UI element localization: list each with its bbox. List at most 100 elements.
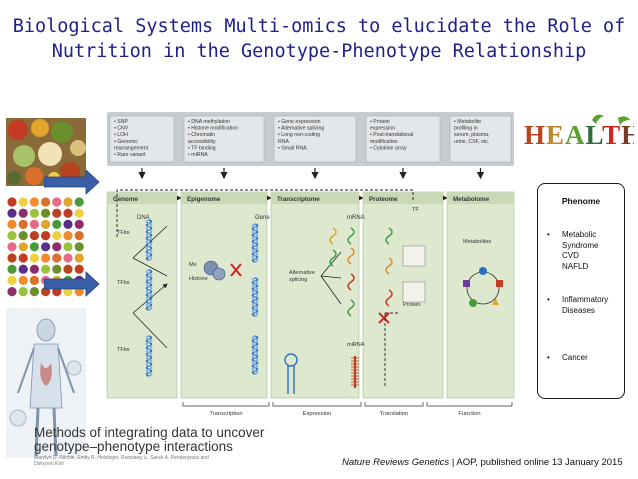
variation-item: • Protein	[370, 119, 390, 125]
paper-title-line-1: Methods of integrating data to uncover	[34, 425, 265, 440]
alt-splicing-label-2: splicing	[289, 277, 307, 283]
variation-item: • Metabolite	[454, 119, 481, 125]
paper-authors: Marylyn D. Ritchie, Emily R. Holzinger, …	[34, 455, 209, 467]
dna-label: DNA	[137, 215, 150, 221]
layer-label: Epigenome	[187, 196, 221, 203]
variation-box: • SNP• CNV• LOH• Genomic rearrangement• …	[109, 115, 175, 163]
page-title: Biological Systems Multi-omics to elucid…	[0, 14, 638, 64]
tf-label: TF	[412, 207, 419, 213]
hairpin-icon	[284, 353, 298, 367]
layer-label: Proteome	[369, 196, 398, 203]
dna-helix-icon	[145, 219, 153, 261]
process-bracket: Expression	[272, 402, 362, 417]
process-bracket: Function	[426, 402, 513, 417]
variation-box: • DNA methylation• Histone modification •…	[183, 115, 265, 163]
process-bracket: Translation	[364, 402, 424, 417]
variation-item: urine, CSF, etc.	[454, 139, 489, 145]
block-x-icon-2	[378, 312, 390, 324]
variation-item: rearrangement	[114, 145, 149, 151]
variation-item: • CNV	[114, 126, 129, 132]
mrna-strand-icon	[347, 227, 355, 245]
epigenome-content: Gene Me Histone	[189, 215, 270, 282]
metabolome-content: Metabolites	[463, 239, 503, 307]
tfbs-label-3: TFbs	[117, 347, 130, 353]
variation-box: • Metabolite profiling in serum, plasma,…	[449, 115, 512, 163]
process-label: Expression	[303, 411, 332, 417]
variation-item: modification	[370, 139, 398, 145]
variation-item: • Rare variant	[114, 152, 146, 158]
block-x-icon	[230, 263, 242, 277]
variation-item: • Gene expression	[278, 119, 321, 125]
bullet-icon: •	[547, 230, 550, 239]
citation-journal: Nature Reviews Genetics	[342, 457, 450, 468]
me-label: Me	[189, 262, 197, 268]
phenome-item-label: Cancer	[562, 353, 588, 362]
variation-item: • Histone modification	[188, 126, 238, 132]
mrna-strand-icon	[329, 227, 337, 245]
variation-item: • Alternative splicing	[278, 126, 324, 132]
variation-item: • miRNA	[188, 152, 208, 158]
dna-helix-icon	[251, 277, 259, 317]
arrow-2-icon	[44, 271, 100, 297]
mrna-label: mRNA	[347, 215, 365, 221]
process-bracket: Transcription	[182, 402, 270, 417]
phenome-box: Phenome • Metabolic Syndrome CVD NAFLD •…	[537, 183, 625, 399]
mirna-label: miRNA	[347, 342, 365, 348]
variation-item: accessibility	[188, 139, 216, 145]
variation-box: • Gene expression• Alternative splicing•…	[273, 115, 357, 163]
citation: Nature Reviews Genetics | AOP, published…	[342, 457, 623, 468]
phenome-item-label: Metabolic Syndrome CVD NAFLD	[562, 230, 599, 271]
variation-item: • LOH	[114, 132, 128, 138]
variation-item: • Post-translational	[370, 132, 413, 138]
multi-omics-diagram: • SNP• CNV• LOH• Genomic rearrangement• …	[106, 112, 515, 417]
health-logo-text: HEALTH	[524, 120, 634, 150]
phenome-item-label: Inflammatory Diseases	[562, 295, 609, 315]
feedback-arrows	[116, 189, 414, 386]
bullet-icon: •	[547, 295, 550, 304]
histone-label: Histone	[189, 276, 208, 282]
protein-icon	[402, 281, 426, 303]
tfbs-label-2: TFbs	[117, 280, 130, 286]
variation-item: • Long non-coding	[278, 132, 320, 138]
variation-item: • Small RNA	[278, 145, 307, 151]
layer-column: Transcriptome	[270, 191, 364, 399]
proteome-content: TF Protein	[378, 207, 426, 324]
mrna-strand-icon	[385, 289, 393, 307]
title-line-1: Biological Systems Multi-omics to elucid…	[12, 16, 626, 37]
health-logo: HEALTH	[524, 114, 634, 150]
process-label: Translation	[380, 411, 408, 417]
layer-label: Genome	[113, 196, 138, 203]
tfbs-label-1: TFbs	[117, 230, 130, 236]
histone-icon	[203, 260, 226, 281]
variation-box: • Protein expression• Post-translational…	[365, 115, 441, 163]
paper-title: Methods of integrating data to uncover g…	[34, 426, 264, 454]
dna-helix-icon	[251, 335, 259, 375]
variation-item: • Cytokine array	[370, 145, 407, 151]
anatomy-image	[6, 308, 86, 458]
title-line-2: Nutrition in the Genotype-Phenotype Rela…	[51, 41, 587, 62]
layer-column: Metabolome	[446, 191, 515, 399]
dna-helix-icon	[145, 269, 153, 311]
variation-item: RNA	[278, 139, 289, 145]
dna-helix-icon	[251, 223, 259, 263]
mrna-strand-icon	[347, 273, 355, 291]
tf-protein-icon	[402, 245, 426, 267]
metabolites-label: Metabolites	[463, 239, 491, 245]
dna-helix-icon	[145, 335, 153, 377]
bullet-icon: •	[547, 353, 550, 362]
alt-splicing-label-1: Alternative	[289, 270, 315, 276]
citation-rest: | AOP, published online 13 January 2015	[449, 457, 623, 468]
variation-item: • DNA methylation	[188, 119, 230, 125]
mrna-strand-icon	[347, 247, 355, 265]
variation-item: • SNP	[114, 119, 128, 125]
arrow-1-icon	[44, 170, 100, 195]
layer-column: Genome	[106, 191, 182, 399]
variation-item: serum, plasma,	[454, 132, 489, 138]
variation-item: profiling in	[454, 126, 478, 132]
mrna-strand-icon	[347, 299, 355, 317]
paper-title-line-2: genotype–phenotype interactions	[34, 439, 233, 454]
mrna-strand-icon	[329, 249, 337, 267]
variation-item: • TF binding	[188, 145, 216, 151]
input-arrows	[44, 170, 100, 297]
gene-label: Gene	[255, 215, 270, 221]
